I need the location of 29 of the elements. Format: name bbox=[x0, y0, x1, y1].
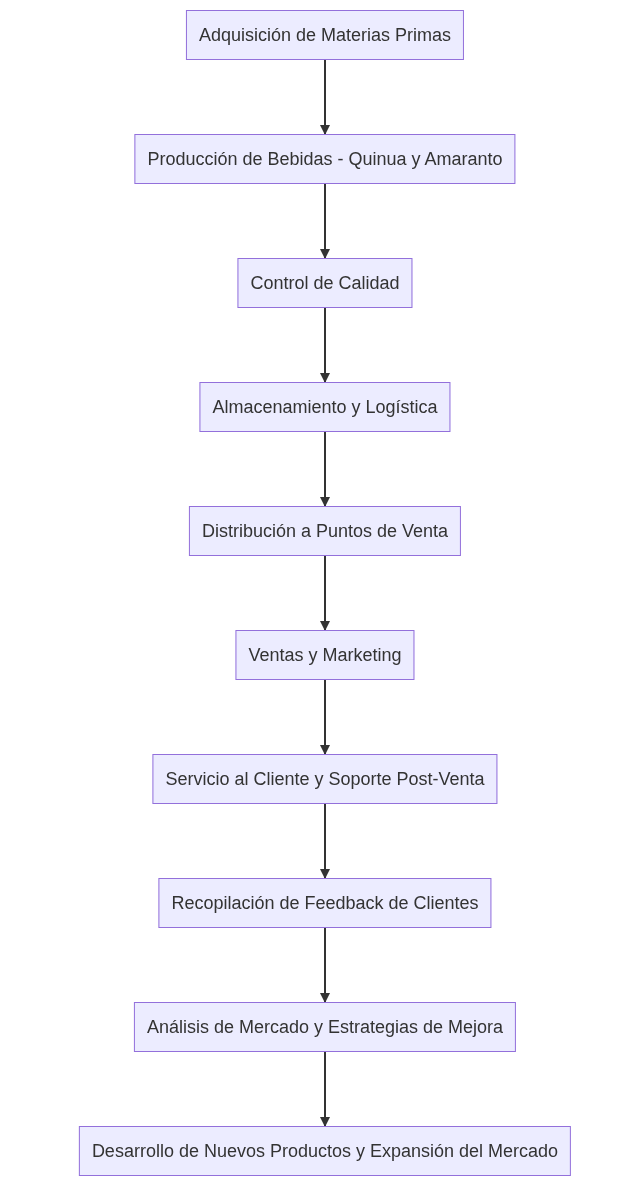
box-label: Análisis de Mercado y Estrategias de Mejora bbox=[146, 1015, 504, 1039]
arrow bbox=[320, 431, 330, 507]
box-label: Desarrollo de Nuevos Productos y Expansión del Mercado bbox=[91, 1139, 559, 1163]
process-box bbox=[237, 258, 413, 308]
arrow bbox=[320, 183, 330, 259]
box-label: Producción de Bebidas - Quinua y Amaranto bbox=[147, 147, 503, 171]
process-box bbox=[158, 878, 492, 928]
arrow bbox=[320, 679, 330, 755]
box-label: Almacenamiento y Logística bbox=[212, 395, 438, 419]
process-box bbox=[152, 754, 498, 804]
arrow bbox=[320, 927, 330, 1003]
process-box bbox=[133, 1002, 517, 1052]
process-box bbox=[199, 382, 451, 432]
box-label: Recopilación de Feedback de Clientes bbox=[171, 891, 479, 915]
arrow bbox=[320, 59, 330, 135]
box-label: Distribución a Puntos de Venta bbox=[201, 519, 449, 543]
arrow bbox=[320, 803, 330, 879]
arrow bbox=[320, 555, 330, 631]
process-box bbox=[185, 10, 465, 60]
arrow bbox=[320, 1051, 330, 1127]
box-label: Adquisición de Materias Primas bbox=[198, 23, 452, 47]
process-box bbox=[235, 630, 415, 680]
box-label: Control de Calidad bbox=[250, 271, 400, 295]
process-box bbox=[188, 506, 462, 556]
arrow bbox=[320, 307, 330, 383]
process-box bbox=[134, 134, 516, 184]
box-label: Servicio al Cliente y Soporte Post-Venta bbox=[165, 767, 485, 791]
process-box bbox=[78, 1126, 572, 1176]
box-label: Ventas y Marketing bbox=[248, 643, 402, 667]
